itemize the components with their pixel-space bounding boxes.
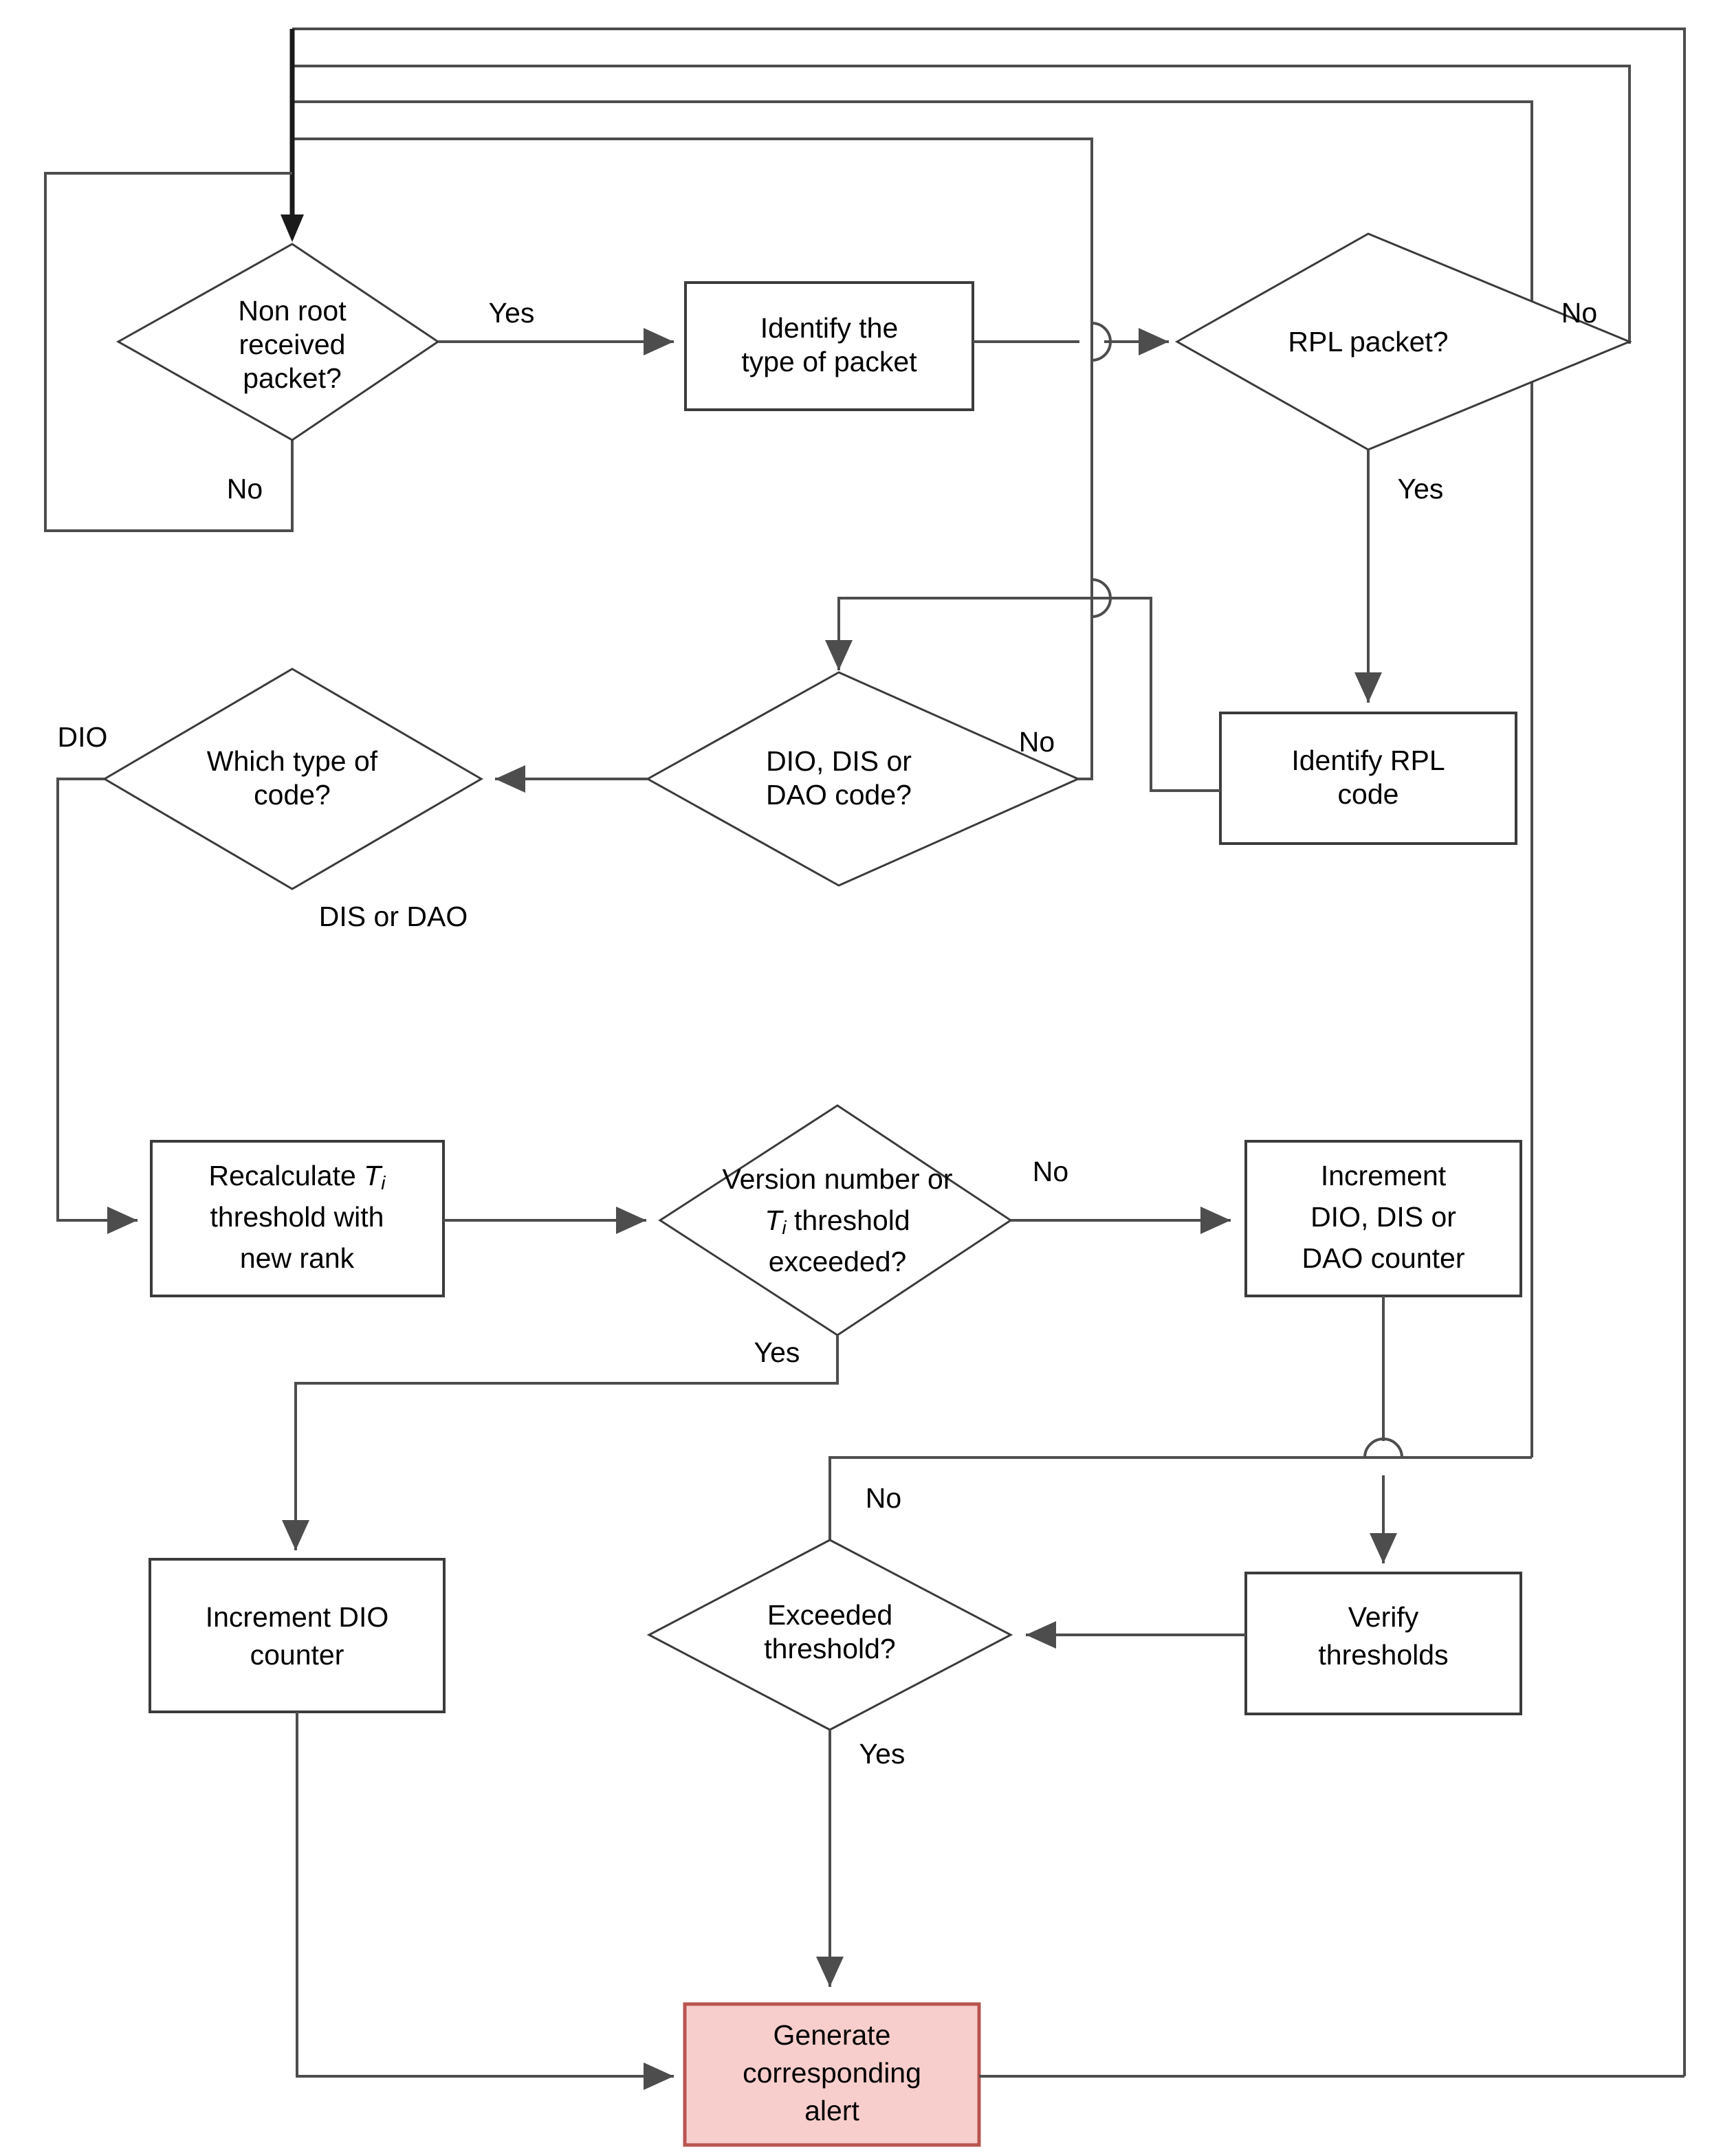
node-version-threshold-exceeded[interactable]: Version number or Ti threshold exceeded? [658,1104,1013,1336]
node-recalculate-threshold[interactable]: Recalculate Ti threshold with new rank [150,1140,445,1297]
node-label-line: exceeded? [769,1246,907,1277]
edge-which-type-dio [56,778,138,1234]
edge-label-rpl-no: No [1561,297,1597,329]
edge-label-version-yes: Yes [754,1336,800,1368]
edge-label-exceeded-no: No [866,1482,901,1514]
line-jump-arc [1363,1438,1403,1458]
node-label-line: Verify [1348,1601,1419,1633]
edge-label-rpl-yes: Yes [1398,473,1444,505]
node-label-line: Generate [773,2019,891,2051]
feedback-loop-dio-dis-dao-no [292,138,1093,598]
edge-rpl-code-to-dio-dis-dao [825,597,1220,792]
node-label-line: Non root [238,295,347,327]
line-jump-arc [1091,322,1112,362]
feedback-loop-exceeded-no [292,100,1533,1458]
edge-dio-dis-dao-no [1078,598,1093,780]
node-label-line: code? [254,779,331,811]
node-identify-rpl-code[interactable]: Identify RPL code [1219,712,1517,845]
node-label-line: Recalculate Ti [209,1160,386,1194]
node-label-line: alert [804,2095,859,2126]
node-generate-alert[interactable]: Generate corresponding alert [683,2002,981,2147]
label-seg-subscript: i [782,1217,787,1238]
node-label-line: DIO, DIS or [766,745,912,777]
node-label-line: received [239,329,346,360]
node-exceeded-threshold[interactable]: Exceeded threshold? [646,1539,1013,1731]
label-seg: threshold [787,1204,910,1236]
node-label-line: type of packet [741,346,917,377]
node-label-line: DAO code? [766,779,912,811]
node-label-line: Increment [1321,1160,1447,1191]
node-label-line: RPL packet? [1288,326,1448,358]
node-label-line: DIO, DIS or [1310,1201,1456,1233]
node-label-line: Increment DIO [206,1601,389,1633]
node-label-line: Version number or [722,1163,952,1195]
label-seg-symbol: T [765,1204,784,1236]
node-which-type-of-code[interactable]: Which type of code? [102,668,483,890]
node-label-line: threshold with [210,1201,384,1233]
edge-label-non-root-no: No [227,473,263,505]
edge-version-yes [282,1335,839,1550]
node-label-line: code [1338,778,1399,810]
node-label-line: DAO counter [1302,1242,1465,1274]
edge-non-root-no [44,172,294,532]
node-label-line: Ti threshold [765,1204,910,1239]
node-non-root-received-packet[interactable]: Non root received packet? [116,243,440,441]
label-seg-symbol: T [364,1160,383,1191]
node-dio-dis-dao-code[interactable]: DIO, DIS or DAO code? [645,671,1081,887]
node-label-line: counter [250,1639,344,1671]
node-increment-dio-dis-dao-counter[interactable]: Increment DIO, DIS or DAO counter [1244,1140,1522,1297]
node-label-line: new rank [240,1242,355,1274]
feedback-loop-outer [292,28,1686,2076]
node-label-line: thresholds [1318,1639,1448,1671]
edge-label-which-type-dio: DIO [58,721,108,753]
edge-label-version-no: No [1033,1156,1068,1187]
entry-trunk [281,29,304,242]
label-seg-subscript: i [381,1172,386,1194]
edge-increment-dio-to-alert [296,1712,674,2090]
node-verify-thresholds[interactable]: Verify thresholds [1244,1572,1522,1715]
line-jump-arc [1091,578,1112,618]
node-label-line: Identify RPL [1291,745,1445,776]
label-seg: Recalculate [209,1160,364,1191]
node-label-line: threshold? [764,1633,895,1664]
edge-label-which-type-dis-dao: DIS or DAO [319,901,468,932]
node-label-line: Identify the [760,312,899,344]
node-identify-type-of-packet[interactable]: Identify the type of packet [684,281,974,411]
edge-exceeded-no [828,1456,1532,1540]
node-label-line: packet? [243,362,342,394]
edge-label-dio-dis-dao-no: No [1019,726,1055,758]
edge-label-non-root-yes: Yes [489,297,535,329]
node-label-line: Which type of [207,745,378,777]
feedback-loop-rpl-no [292,65,1631,344]
node-label-line: corresponding [743,2057,921,2089]
edge-label-exceeded-yes: Yes [859,1738,906,1770]
node-label-line: Exceeded [767,1599,892,1631]
node-rpl-packet[interactable]: RPL packet? [1174,232,1632,451]
node-increment-dio-counter[interactable]: Increment DIO counter [149,1558,446,1713]
